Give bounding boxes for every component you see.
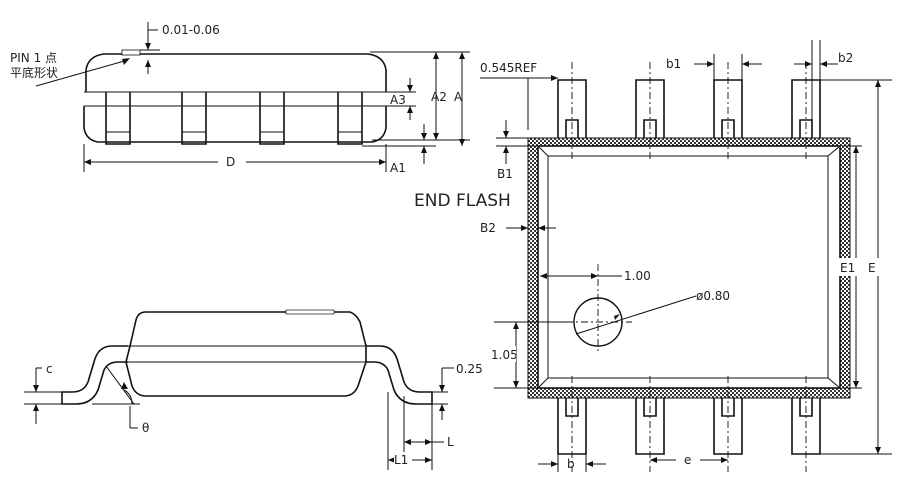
dim-e: e	[650, 453, 728, 467]
top-body-inner	[547, 155, 829, 379]
top-view: 0.545REF b1 b2	[414, 40, 892, 472]
side-view: c θ 0.25	[24, 309, 483, 470]
dim-e-label: e	[684, 453, 691, 467]
front-body-bottom	[83, 106, 387, 143]
front-lead	[105, 92, 131, 145]
pin1-note: PIN 1 点 平底形状	[10, 51, 130, 87]
dim-theta-label: θ	[142, 421, 149, 435]
dim-c-label: c	[46, 362, 53, 376]
dim-L1-label: L1	[394, 453, 408, 467]
dim-A3-label: A3	[390, 93, 406, 107]
side-pin1-mark	[285, 309, 335, 315]
dim-A-label: A	[454, 90, 463, 104]
dim-b-label: b	[567, 457, 575, 471]
dim-b1: b1	[666, 54, 762, 80]
dim-1-05: 1.05	[490, 321, 574, 389]
dim-0-545ref: 0.545REF	[480, 61, 558, 130]
top-lead	[643, 119, 657, 140]
dim-0-80-label: ø0.80	[696, 289, 730, 303]
dim-c: c	[24, 362, 66, 424]
front-pin1-mark	[121, 49, 141, 56]
dim-0-545ref-label: 0.545REF	[480, 61, 537, 75]
top-view-leads-lower	[557, 396, 821, 455]
height-dimensions: A3 A2 A A1 D	[83, 51, 470, 175]
dim-E-label: E	[868, 261, 876, 275]
front-view: 0.01-0.06 PIN 1 点 平底形状 A3 A2	[10, 22, 470, 175]
top-lead	[799, 119, 813, 140]
dim-E: E1 E	[820, 79, 892, 455]
dim-D-label: D	[226, 155, 235, 169]
dim-A1-label: A1	[390, 161, 406, 175]
pin1-label-line1: PIN 1 点	[10, 51, 57, 65]
front-body-top	[85, 53, 387, 92]
dim-1-05-label: 1.05	[491, 348, 518, 362]
top-view-leads-upper	[557, 79, 821, 140]
side-left-lead	[61, 345, 128, 405]
pin1-label-line2: 平底形状	[10, 65, 58, 80]
dim-B1: B1	[496, 120, 540, 181]
dim-B2-label: B2	[480, 221, 496, 235]
dim-b2-label: b2	[838, 51, 853, 65]
dim-B2: B2	[480, 221, 556, 235]
dim-L-label: L	[447, 435, 454, 449]
dim-0-25-label: 0.25	[456, 362, 483, 376]
top-body	[537, 145, 841, 389]
front-lead	[181, 92, 207, 145]
top-lead	[565, 119, 579, 140]
flatness-label: 0.01-0.06	[162, 23, 220, 37]
dim-B1-label: B1	[497, 167, 513, 181]
dim-L: L L1	[387, 392, 454, 470]
front-lead	[259, 92, 285, 145]
dim-A2-label: A2	[431, 90, 447, 104]
flatness-callout: 0.01-0.06	[140, 22, 220, 74]
dim-E1-label: E1	[840, 261, 855, 275]
front-leads	[105, 92, 363, 145]
dim-b1-label: b1	[666, 57, 681, 71]
top-lead	[721, 119, 735, 140]
ejector-pin-mark: 1.00 ø0.80	[540, 264, 730, 352]
dim-b2: b2	[794, 40, 853, 120]
dim-0-25: 0.25	[420, 362, 483, 420]
end-flash-label: END FLASH	[414, 191, 511, 211]
dim-theta: θ	[92, 365, 149, 435]
dim-b: b	[538, 454, 606, 472]
side-body	[125, 311, 367, 397]
side-right-lead	[366, 345, 433, 405]
lead-centerlines	[571, 62, 807, 472]
dim-1-00-label: 1.00	[624, 269, 651, 283]
front-lead	[337, 92, 363, 145]
